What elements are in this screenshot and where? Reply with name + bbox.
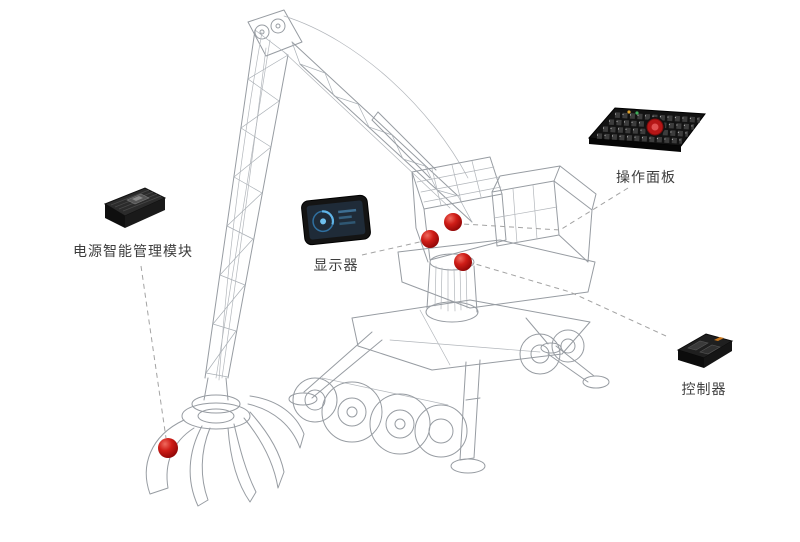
callout-line-display — [361, 240, 425, 256]
control-panel-icon — [587, 107, 706, 152]
callout-label-power-module: 电源智能管理模块 — [73, 243, 193, 259]
callout-power-module: 电源智能管理模块 — [58, 180, 208, 261]
main-boom-wireframe — [283, 41, 473, 223]
power-module-icon — [103, 187, 167, 228]
callout-label-display: 显示器 — [313, 257, 359, 273]
undercarriage-wireframe — [321, 299, 591, 406]
callout-control-panel: 操作面板 — [578, 98, 714, 187]
callout-controller: 控制器 — [664, 326, 744, 399]
hotspot-controller — [454, 253, 472, 271]
boom-cylinder — [371, 111, 437, 179]
grapple-wireframe — [145, 377, 305, 507]
cab-wireframe — [491, 165, 561, 247]
callout-line-controller — [471, 262, 667, 337]
hotspot-power-module — [158, 438, 178, 458]
wheels-wireframe — [292, 329, 585, 458]
boom-head-wireframe — [247, 9, 303, 57]
hotspot-control-panel — [444, 213, 462, 231]
lattice-arm-wireframe — [204, 29, 289, 379]
callout-line-control-panel — [462, 187, 629, 231]
callout-line-power-module — [140, 265, 167, 439]
hotspot-display — [421, 230, 439, 248]
callout-label-control-panel: 操作面板 — [616, 169, 676, 185]
outrigger-legs-wireframe — [288, 317, 610, 474]
counterweight-wireframe — [397, 165, 597, 309]
callout-label-controller: 控制器 — [681, 381, 727, 397]
display-icon — [301, 194, 371, 246]
callout-display: 显示器 — [296, 192, 376, 275]
hoist-cables — [218, 15, 469, 381]
controller-icon — [676, 333, 734, 368]
